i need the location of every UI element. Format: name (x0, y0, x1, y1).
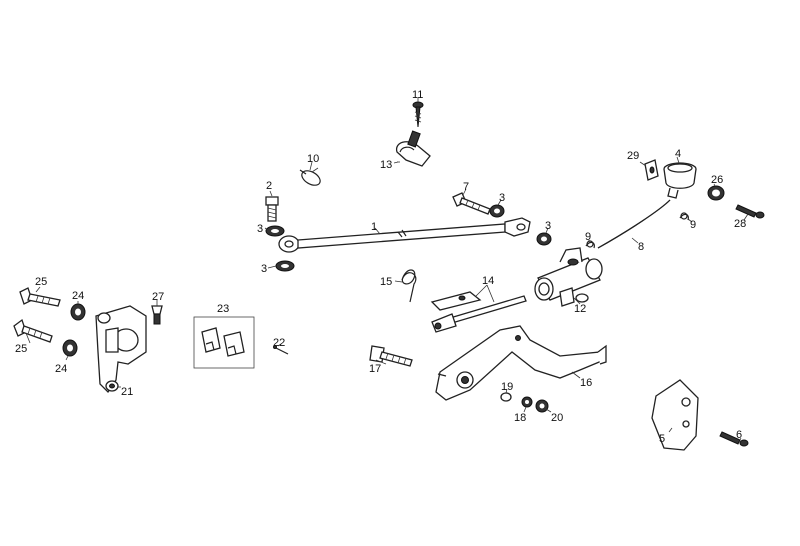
callout-17: 17 (369, 363, 381, 375)
callout-23: 23 (217, 303, 229, 315)
part-20-nut (535, 399, 549, 413)
part-16-brake-pedal (435, 325, 607, 401)
callout-24-upper: 24 (72, 290, 84, 302)
part-4-reservoir (663, 162, 697, 199)
part-28-screw (735, 204, 765, 219)
part-17-bolt (369, 345, 413, 367)
leader-lines (25, 98, 749, 441)
callout-5: 5 (659, 433, 665, 445)
part-25-bolt-upper (19, 287, 61, 307)
callout-3-mid: 3 (499, 192, 505, 204)
callout-24-lower: 24 (55, 363, 67, 375)
callout-15: 15 (380, 276, 392, 288)
callout-29: 29 (627, 150, 639, 162)
part-26-ring (707, 185, 725, 201)
part-22-pin (273, 345, 289, 355)
callout-28: 28 (734, 218, 746, 230)
part-9-clip-left (585, 240, 595, 249)
part-23-brake-pads (193, 316, 255, 369)
part-11-screw (412, 101, 424, 128)
callout-10: 10 (307, 153, 319, 165)
callout-25-lower: 25 (15, 343, 27, 355)
callout-8: 8 (638, 241, 644, 253)
part-25-bolt-lower (13, 318, 53, 343)
callout-2: 2 (266, 180, 272, 192)
callout-3-upper: 3 (257, 223, 263, 235)
callout-20: 20 (551, 412, 563, 424)
part-15-spring (401, 269, 417, 303)
part-10-spring-clip (299, 167, 321, 186)
callout-18: 18 (514, 412, 526, 424)
part-13-clamp (395, 130, 431, 167)
callout-14: 14 (482, 275, 494, 287)
part-3-washer-mid (489, 204, 505, 218)
part-1-brake-hose (278, 217, 531, 253)
part-7-bolt (452, 192, 491, 215)
part-27-bleed-screw (151, 305, 163, 325)
callout-1: 1 (371, 221, 377, 233)
callout-25-upper: 25 (35, 276, 47, 288)
part-5-heel-guard (651, 379, 699, 451)
callout-labels: 1 2 3 3 3 3 4 5 6 7 8 9 9 10 11 12 13 14… (15, 89, 746, 445)
callout-7: 7 (463, 181, 469, 193)
callout-19: 19 (501, 381, 513, 393)
callout-16: 16 (580, 377, 592, 389)
callout-21: 21 (121, 386, 133, 398)
part-18-washer (521, 396, 533, 408)
part-24-washer-lower (62, 339, 78, 357)
part-21-caliper (95, 305, 147, 394)
callout-3-right: 3 (545, 220, 551, 232)
callout-6: 6 (736, 429, 742, 441)
callout-3-lower: 3 (261, 263, 267, 275)
part-8-hose (597, 199, 671, 249)
part-12-master-cylinder (534, 247, 603, 307)
part-6-screw (719, 431, 749, 447)
part-2-banjo-bolt (265, 196, 279, 222)
callout-13: 13 (380, 159, 392, 171)
callout-26: 26 (711, 174, 723, 186)
part-3-washer-right (536, 232, 552, 246)
part-3-washer-lower (275, 260, 295, 272)
part-9-clip-right (679, 212, 689, 221)
part-24-washer-upper (70, 303, 86, 321)
callout-11: 11 (412, 89, 423, 101)
callout-4: 4 (675, 148, 681, 160)
part-19-washer (500, 392, 512, 402)
callout-27: 27 (152, 291, 164, 303)
callout-9-right: 9 (690, 219, 696, 231)
callout-22: 22 (273, 337, 285, 349)
callout-12: 12 (574, 303, 586, 315)
part-14-push-rod (430, 291, 527, 333)
part-3-washer-upper (265, 225, 285, 237)
callout-9-left: 9 (585, 231, 591, 243)
part-29-bracket (644, 159, 659, 181)
